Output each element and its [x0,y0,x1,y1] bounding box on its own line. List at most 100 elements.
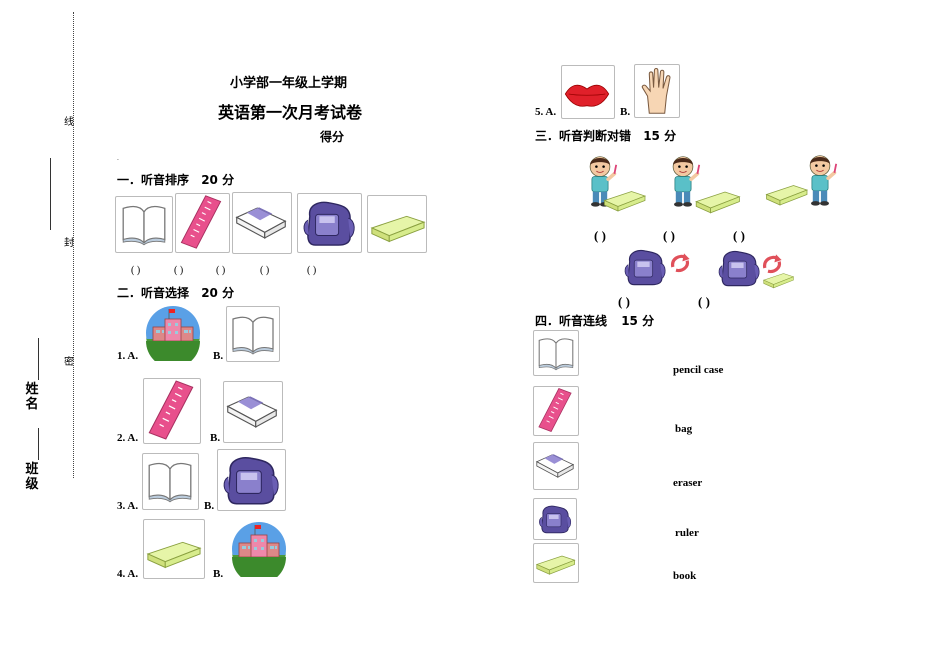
judge-blank-2[interactable]: ( ) [663,228,675,243]
judge-blank-5[interactable]: ( ) [698,294,710,309]
match-word-pencil-case[interactable]: pencil case [673,364,724,376]
school-term-heading: 小学部一年级上学期 [230,76,348,91]
name-label: 姓名 [25,382,39,412]
bag-icon [220,454,282,506]
tiny-mark: . [117,155,119,162]
q4-label-b: B. [213,568,224,580]
book-icon [535,334,577,372]
match-card-book[interactable] [533,330,579,376]
name-underline-top [50,158,51,230]
pencil-case-icon [756,268,800,290]
q2-card-a[interactable] [143,378,201,444]
judge-picture-2 [665,150,745,216]
section1-card-pencil-case [367,195,427,253]
bag-icon [537,504,573,534]
score-label: 得分 [320,130,345,144]
section1-answer-blank-2[interactable]: ( ) [174,265,184,276]
judge-picture-5 [716,248,802,290]
match-word-book[interactable]: book [673,570,697,582]
ruler-icon [144,379,198,441]
bag-icon [622,247,668,287]
section2-title: 二．听音选择 20 分 [117,284,234,301]
match-word-bag[interactable]: bag [675,423,693,435]
section3-points: 15 分 [643,129,677,143]
q5-card-a[interactable] [561,65,615,119]
section1-title: 一．听音排序 20 分 [117,171,234,188]
eraser-icon [224,392,280,432]
pencil-case-icon [691,184,743,216]
class-underline[interactable] [38,428,39,460]
section1-points: 20 分 [201,173,235,187]
bag-icon [300,199,358,247]
judge-blank-1[interactable]: ( ) [594,228,606,243]
section1-answer-blank-3[interactable]: ( ) [216,265,226,276]
judge-picture-4 [622,247,694,289]
judge-picture-1 [580,152,650,216]
name-underline[interactable] [38,338,39,380]
eraser-icon [233,203,289,243]
section2-points: 20 分 [201,286,235,300]
q2-label-a: 2. A. [117,432,139,444]
section1-answer-blank-1[interactable]: ( ) [131,265,141,276]
section3-title-text: 三．听音判断对错 [535,129,632,143]
arrow-icon [668,251,692,275]
q1-label-b: B. [213,350,224,362]
hand-icon [637,67,677,115]
exam-title: 英语第一次月考试卷 [218,103,363,122]
match-word-eraser[interactable]: eraser [673,477,703,489]
section1-card-ruler [175,193,230,253]
section1-card-book [115,196,173,253]
q5-card-b[interactable] [634,64,680,118]
q3-label-b: B. [204,500,215,512]
book-icon [118,200,170,248]
ruler-icon [176,194,226,250]
binding-dotted-line [73,12,74,478]
judge-blank-3[interactable]: ( ) [733,228,745,243]
q2-card-b[interactable] [223,381,283,443]
match-card-pencil-case[interactable] [533,543,579,583]
section1-card-bag [297,193,362,253]
pencil-case-icon [144,532,202,572]
section1-title-text: 一．听音排序 [117,173,190,187]
section2-title-text: 二．听音选择 [117,286,190,300]
q4-label-a: 4. A. [117,568,139,580]
section3-title: 三．听音判断对错 15 分 [535,127,676,144]
q1-card-a[interactable] [145,305,201,361]
q4-card-a[interactable] [143,519,205,579]
mouth-icon [562,78,612,110]
q5-label-b: B. [620,106,631,118]
section4-points: 15 分 [621,314,655,328]
book-icon [228,311,278,357]
q1-card-b[interactable] [226,306,280,362]
section4-title-text: 四．听音连线 [535,314,608,328]
judge-picture-3 [762,150,842,214]
section1-card-eraser [232,192,292,254]
section4-title: 四．听音连线 15 分 [535,312,654,329]
book-icon [144,457,196,505]
pencil-case-icon [368,206,426,246]
ruler-icon [534,387,576,433]
q4-card-b[interactable] [231,521,289,577]
section1-answer-blank-5[interactable]: ( ) [307,265,317,276]
binding-line-label: 线 [64,117,74,128]
q3-card-a[interactable] [142,453,199,510]
q3-card-b[interactable] [217,449,286,511]
match-card-eraser[interactable] [533,442,579,490]
class-label: 班级 [25,462,39,492]
school-icon [145,305,201,361]
pencil-case-icon [600,184,648,214]
q2-label-b: B. [210,432,221,444]
section1-answer-blank-4[interactable]: ( ) [260,265,270,276]
pencil-case-icon [534,549,576,577]
binding-secret-label: 密 [64,357,74,368]
match-card-bag[interactable] [533,498,577,540]
match-word-ruler[interactable]: ruler [675,527,699,539]
judge-blank-4[interactable]: ( ) [618,294,630,309]
eraser-icon [534,451,576,481]
q1-label-a: 1. A. [117,350,139,362]
q3-label-a: 3. A. [117,500,139,512]
binding-seal-label: 封 [64,238,74,249]
school-icon [231,521,287,577]
match-card-ruler[interactable] [533,386,579,436]
q5-label-a: 5. A. [535,106,557,118]
